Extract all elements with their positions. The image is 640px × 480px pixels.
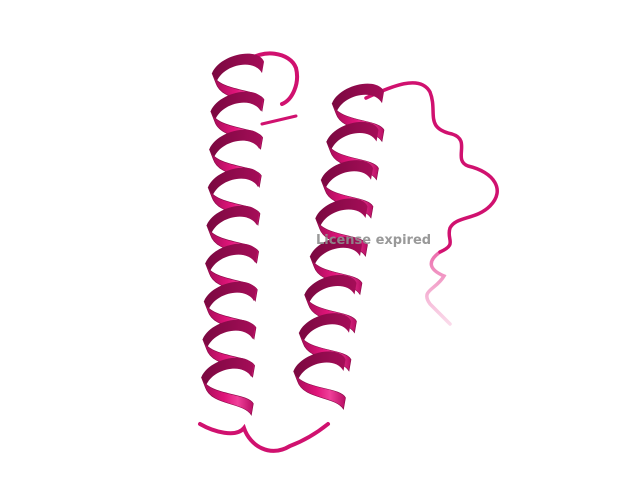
helix-turn-back [206,205,259,236]
helix-turn-back [293,351,346,382]
loop-c-terminal-fade [425,250,452,326]
helix-turn-back [204,281,256,312]
loop-top-left-stub [260,114,298,126]
helix-turn-front [201,376,254,416]
helix-turn-back [332,83,384,114]
license-watermark: License expired [316,233,432,248]
helix-turn-back [208,167,260,198]
loop-c-terminal-tail [364,81,499,254]
helix-turn-back [315,198,368,229]
helix-turn-back [209,129,262,160]
helix-turn-back [202,319,255,350]
helix-turn-back [304,274,357,305]
helix-turn-back [310,236,362,267]
helix-right [293,83,385,411]
helix-turn-front [293,370,346,411]
loop-bottom-connector [198,422,330,453]
helix-turn-back [210,91,263,122]
helix-turn-back [321,160,373,191]
helix-turn-back [205,243,258,274]
loop-top-left [244,51,299,106]
helix-turn-back [201,357,254,388]
helix-turn-back [326,121,379,152]
helix-turn-back [212,53,264,84]
helix-left [201,53,265,416]
helix-turn-back [299,313,351,344]
